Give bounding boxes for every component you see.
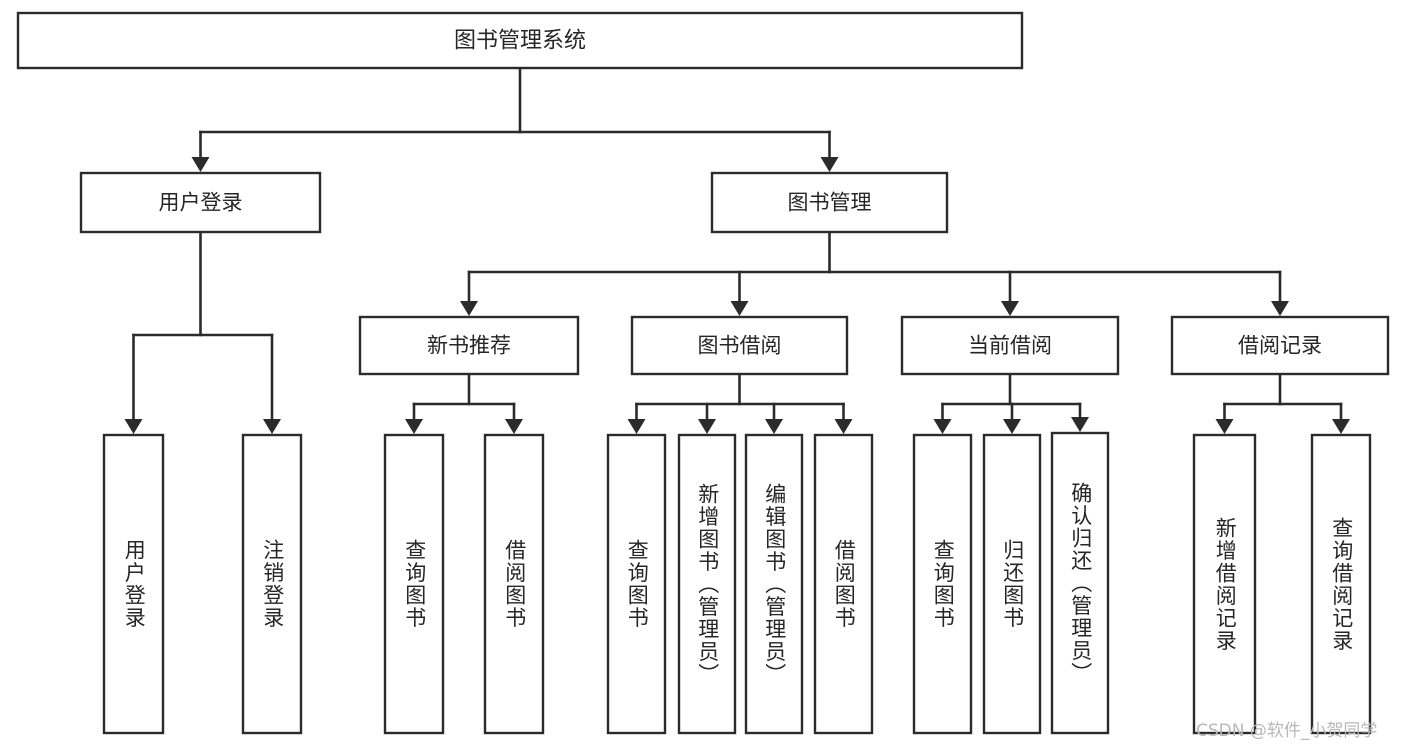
node-root[interactable]: 图书管理系统 [16, 11, 1024, 70]
csdn-watermark: CSDN @软件_小贺同学 [1196, 721, 1378, 741]
connector-edge-book-manage-split [460, 230, 1289, 316]
connector-edge-current-split [933, 372, 1089, 434]
node-leaf-user-login[interactable] [102, 433, 165, 735]
node-leaf-logout[interactable] [241, 433, 303, 735]
node-label-borrow-record: 借阅记录 [1238, 334, 1322, 358]
node-leaf-add-book[interactable] [677, 433, 737, 735]
node-label-current-borrow: 当前借阅 [968, 334, 1052, 358]
node-leaf-edit-book[interactable] [744, 433, 804, 735]
connector-layer [124, 66, 1350, 434]
node-leaf-confirm-return[interactable] [1050, 431, 1110, 735]
node-leaf-return-book[interactable] [982, 433, 1042, 735]
connector-edge-record-split [1215, 372, 1350, 434]
node-leaf-query-book-2[interactable] [606, 433, 667, 735]
node-current-borrow[interactable]: 当前借阅 [900, 315, 1120, 376]
node-leaf-add-record[interactable] [1192, 433, 1257, 735]
node-user-login[interactable]: 用户登录 [79, 171, 322, 234]
connector-edge-root-split [191, 66, 839, 172]
node-label-new-book-recommend: 新书推荐 [427, 334, 511, 358]
node-leaf-borrow-book-1[interactable] [483, 433, 545, 735]
node-leaf-query-book-1[interactable] [383, 433, 445, 735]
node-leaf-query-record[interactable] [1310, 433, 1372, 735]
node-label-book-borrow: 图书借阅 [698, 334, 782, 358]
connector-edge-user-login-split [124, 230, 281, 434]
node-book-manage[interactable]: 图书管理 [710, 171, 949, 234]
node-leaf-borrow-book-2[interactable] [813, 433, 874, 735]
node-book-borrow[interactable]: 图书借阅 [630, 315, 849, 376]
connector-edge-borrow-split [627, 372, 853, 434]
node-leaf-query-book-3[interactable] [912, 433, 973, 735]
connector-edge-recommend-split [405, 372, 523, 434]
node-borrow-record[interactable]: 借阅记录 [1170, 315, 1390, 376]
node-label-user-login: 用户登录 [159, 191, 243, 215]
node-label-root: 图书管理系统 [454, 29, 586, 54]
node-label-book-manage: 图书管理 [788, 191, 872, 215]
node-new-book-recommend[interactable]: 新书推荐 [358, 315, 580, 376]
